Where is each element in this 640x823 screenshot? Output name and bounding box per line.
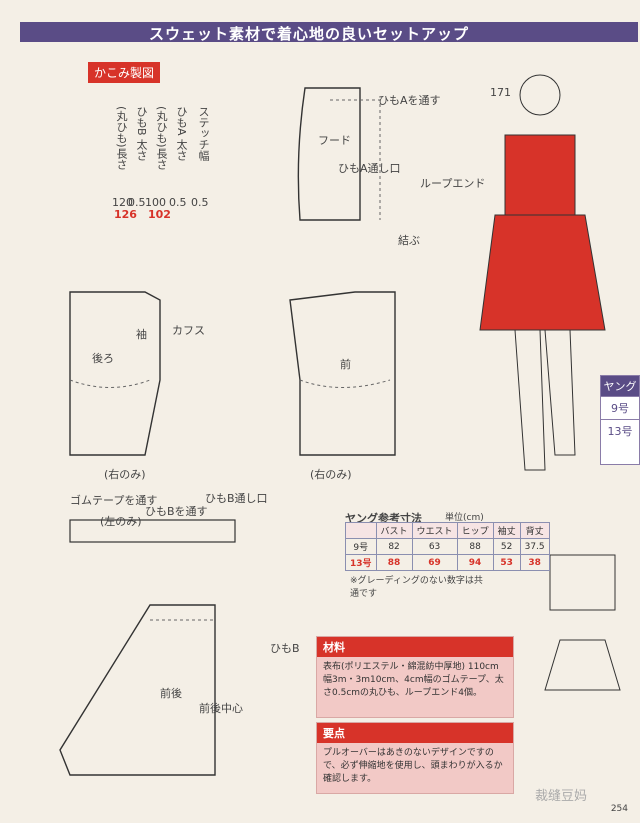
table-cell: 9号 [345,538,377,555]
table-cell: 13号 [345,554,377,571]
label-tie-b-pass: ひもBを通す [145,505,208,518]
legend-red-2: 102 [148,208,171,221]
label-gum-tape: ゴムテープを通す [70,494,158,507]
label-front: 前 [340,358,351,371]
label-cuffs: カフス [172,324,205,337]
label-sleeve-back: 袖 [136,328,147,341]
table-cell: 69 [411,554,458,571]
legend-stitch: ステッチ幅 [197,106,210,161]
legend-red-1: 126 [114,208,137,221]
materials-panel: 材料 表布(ポリエステル・綿混紡中厚地) 110cm幅3m・3m10cm、4cm… [316,636,514,718]
table-row: バスト ウエスト ヒップ 袖丈 背丈 [345,522,550,539]
table-row: 9号 82 63 88 52 37.5 [345,538,550,555]
label-tie-a-hole: ひもA通し口 [338,162,401,175]
points-panel: 要点 プルオーバーはあきのないデザインですので、必ず伸縮地を使用し、頭まわりが入… [316,722,514,794]
table-row: 13号 88 69 94 53 38 [345,554,550,571]
label-tie-b: ひもB [270,642,300,655]
legend-val-2: 0.5 [169,196,187,209]
legend-val-3: 100 [145,196,166,209]
points-body: プルオーバーはあきのないデザインですので、必ず伸縮地を使用し、頭まわりが入るか確… [323,748,503,784]
size-table-note: ※グレーディングのない数字は共通です [350,576,483,599]
size-side-tab: ヤング 9号 13号 [600,375,640,465]
drafting-badge: かこみ製図 [88,62,161,83]
size-table: バスト ウエスト ヒップ 袖丈 背丈 9号 82 63 88 52 37.5 1… [345,522,550,571]
materials-body: 表布(ポリエステル・綿混紡中厚地) 110cm幅3m・3m10cm、4cm幅のゴ… [323,662,504,698]
legend-tieA-length: (丸ひも)長さ [155,106,168,170]
legend-tieB-length: (丸ひも)長さ [115,106,128,170]
side-tab-size-9: 9号 [601,396,639,419]
table-cell: 袖丈 [492,522,521,539]
legend-tieA: ひもA 太さ [175,106,188,162]
table-cell [345,522,377,539]
table-cell: バスト [375,522,413,539]
label-back: 後ろ [92,352,114,365]
label-right-only-2: (右のみ) [310,468,352,481]
table-cell: 88 [375,554,413,571]
side-tab-size-13: 13号 [601,419,639,442]
label-center: 前後中心 [199,702,243,715]
label-front-back: 前後 [160,687,182,700]
size-table-caption: ヤング参考寸法 [345,512,422,525]
label-right-only: (右のみ) [104,468,146,481]
legend-val-1: 0.5 [191,196,209,209]
size-table-unit: 単位(cm) [445,513,484,523]
watermark-text: 裁缝豆妈 [535,789,588,804]
label-tie: 結ぶ [398,234,420,247]
table-cell: 背丈 [519,522,550,539]
table-cell: ヒップ [456,522,494,539]
table-cell: 53 [492,554,521,571]
label-hood: フード [318,134,351,147]
model-number: 171 [490,86,511,99]
table-cell: 37.5 [519,538,550,555]
page-number: 254 [610,804,628,814]
header-bar: スウェット素材で着心地の良いセットアップ [20,22,638,43]
table-cell: 63 [411,538,458,555]
legend-val-4: 0.5 [128,196,146,209]
label-tie-a-pass: ひもAを通す [378,94,441,107]
label-left-only: (左のみ) [100,515,142,528]
legend-tieB: ひもB 太さ [135,106,148,162]
table-cell: 88 [456,538,494,555]
label-loop-end: ループエンド [420,177,486,190]
table-cell: 52 [492,538,521,555]
legend-val-5: 120 [112,196,133,209]
points-title: 要点 [317,723,513,743]
table-cell: 94 [456,554,494,571]
page-title: スウェット素材で着心地の良いセットアップ [148,25,469,43]
table-cell: 82 [375,538,413,555]
table-cell: 38 [519,554,550,571]
label-tie-b-hole: ひもB通し口 [205,492,268,505]
side-tab-title: ヤング [601,376,639,396]
materials-title: 材料 [317,637,513,657]
table-cell: ウエスト [411,522,458,539]
